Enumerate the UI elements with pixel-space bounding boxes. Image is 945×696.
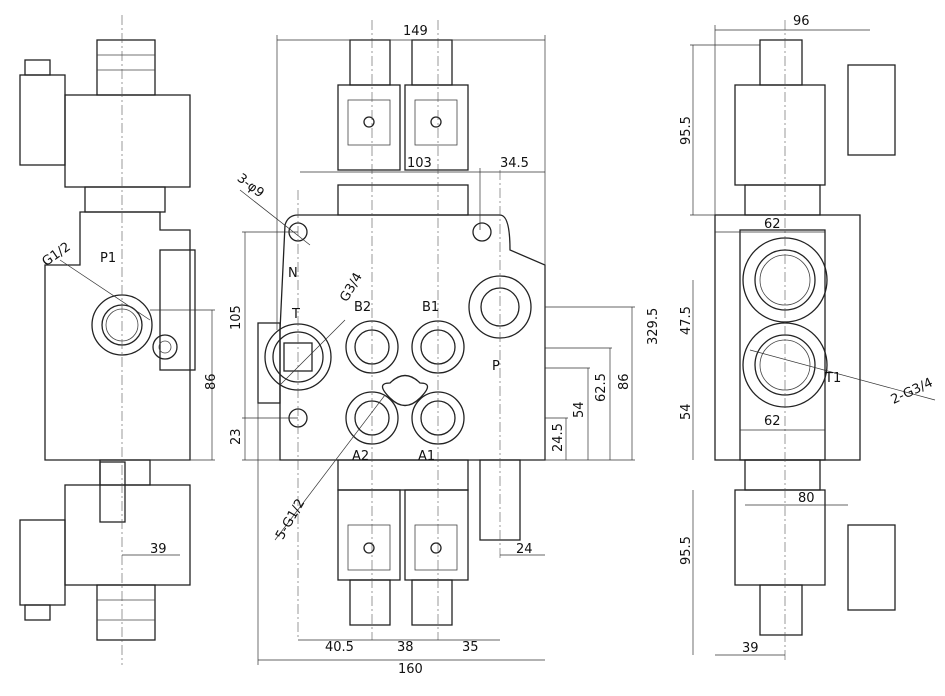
- solenoid-a2: [337, 489, 401, 581]
- svg-text:105: 105: [229, 305, 244, 330]
- svg-text:40.5: 40.5: [325, 640, 354, 655]
- solenoid-b2: [337, 84, 401, 171]
- coil-cap-bottom: [96, 584, 156, 641]
- svg-text:54: 54: [679, 403, 694, 420]
- svg-text:86: 86: [204, 373, 219, 390]
- svg-text:95.5: 95.5: [679, 536, 694, 565]
- svg-text:5-G1/2: 5-G1/2: [273, 496, 308, 542]
- svg-text:62: 62: [764, 217, 781, 232]
- coil-top: [64, 94, 191, 188]
- svg-text:24.5: 24.5: [551, 423, 566, 452]
- connector-bottom: [19, 519, 66, 606]
- svg-text:T: T: [291, 307, 300, 322]
- svg-text:24: 24: [516, 542, 533, 557]
- svg-text:54: 54: [572, 401, 587, 418]
- svg-text:3-φ9: 3-φ9: [234, 171, 267, 201]
- connector-top: [19, 74, 66, 166]
- svg-text:T1: T1: [824, 371, 841, 386]
- solenoid-b1: [404, 84, 469, 171]
- svg-text:P1: P1: [100, 251, 116, 266]
- svg-text:62: 62: [764, 414, 781, 429]
- left-view: G1/2 P1 86 39: [19, 15, 219, 665]
- coil-bottom: [64, 484, 191, 586]
- svg-text:23: 23: [229, 428, 244, 445]
- svg-text:A1: A1: [418, 449, 435, 464]
- svg-text:329.5: 329.5: [646, 308, 661, 345]
- coil-cap-top: [96, 39, 156, 96]
- svg-text:95.5: 95.5: [679, 116, 694, 145]
- mount-hole: [472, 222, 492, 242]
- front-view: 149 103 34.5 3-φ9 N G3/4 B2 B1 T P A2 A1…: [229, 20, 661, 677]
- svg-text:A2: A2: [352, 449, 369, 464]
- svg-text:38: 38: [397, 640, 414, 655]
- svg-text:47.5: 47.5: [679, 306, 694, 335]
- svg-text:2-G3/4: 2-G3/4: [889, 375, 936, 407]
- svg-text:160: 160: [398, 662, 423, 677]
- svg-text:96: 96: [793, 14, 810, 29]
- right-body: [714, 214, 861, 461]
- svg-text:B2: B2: [354, 300, 371, 315]
- svg-text:P: P: [492, 359, 500, 374]
- solenoid-a1: [404, 489, 469, 581]
- svg-text:34.5: 34.5: [500, 156, 529, 171]
- svg-text:149: 149: [403, 24, 428, 39]
- svg-text:86: 86: [617, 373, 632, 390]
- coil-top: [734, 84, 826, 186]
- svg-text:80: 80: [798, 491, 815, 506]
- connector-top: [847, 64, 896, 156]
- svg-text:N: N: [288, 266, 298, 281]
- svg-text:39: 39: [742, 641, 759, 656]
- svg-text:B1: B1: [422, 300, 439, 315]
- svg-text:35: 35: [462, 640, 479, 655]
- connector-bottom: [847, 524, 896, 611]
- left-body: [44, 211, 191, 461]
- svg-text:39: 39: [150, 542, 167, 557]
- svg-text:62.5: 62.5: [594, 373, 609, 402]
- svg-text:103: 103: [407, 156, 432, 171]
- right-view: 96 95.5 62 47.5 54 62 T1 2-G3/4 80 95.5 …: [679, 14, 935, 660]
